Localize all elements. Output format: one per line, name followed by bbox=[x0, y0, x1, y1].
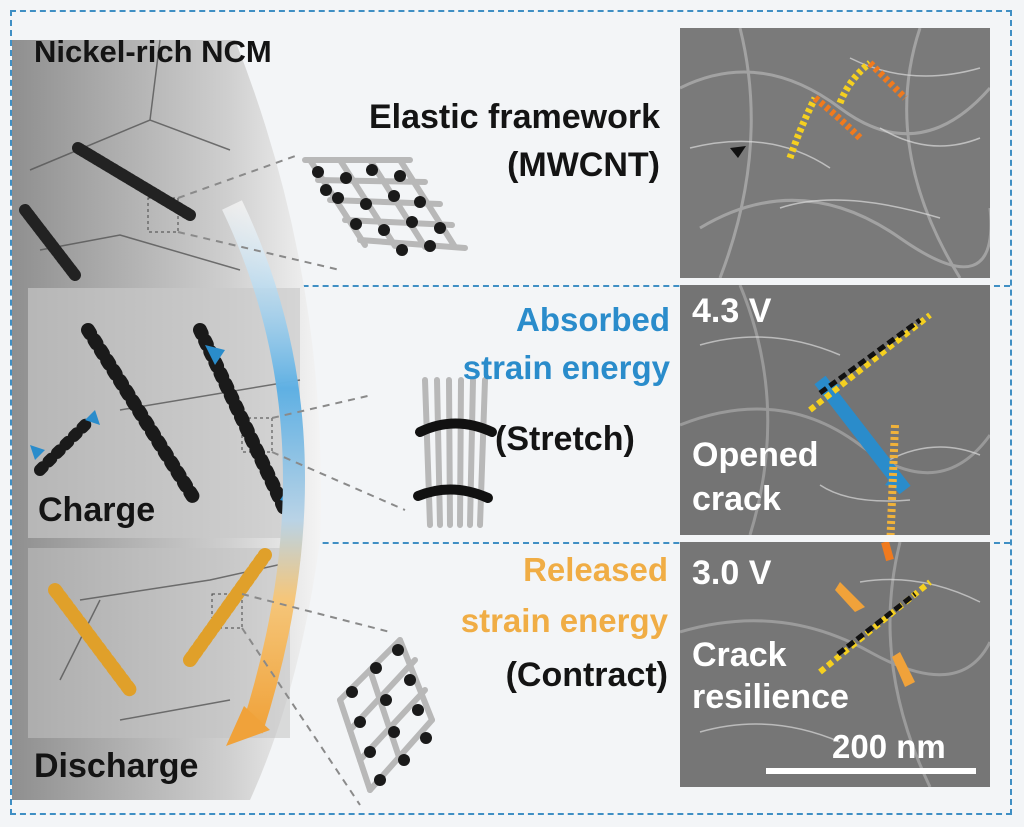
figure-frame bbox=[10, 10, 1012, 815]
opened-crack-label-line1: Opened bbox=[692, 436, 819, 474]
scale-bar-label: 200 nm bbox=[832, 728, 946, 765]
released-label: Released bbox=[523, 551, 668, 588]
discharge-label: Discharge bbox=[34, 747, 199, 785]
crack-resilience-label-line1: Crack bbox=[692, 636, 787, 674]
cycle-arrow-icon bbox=[222, 200, 305, 734]
figure-title: Nickel-rich NCM bbox=[34, 34, 272, 69]
contract-arrow-icon bbox=[835, 582, 915, 687]
sem-image-charged bbox=[680, 285, 990, 535]
sem-image-mwcnt bbox=[680, 28, 990, 278]
row-divider-top bbox=[12, 285, 1010, 287]
sem-image-discharged bbox=[680, 542, 990, 787]
charge-label: Charge bbox=[38, 491, 156, 529]
voltage-low-label: 3.0 V bbox=[692, 554, 772, 592]
voltage-high-label: 4.3 V bbox=[692, 292, 772, 330]
contract-label: (Contract) bbox=[505, 656, 668, 694]
scale-bar-line bbox=[766, 768, 976, 774]
released-sublabel: strain energy bbox=[460, 602, 668, 639]
bundle-stretched bbox=[422, 377, 488, 528]
framework-sublabel: (MWCNT) bbox=[507, 146, 660, 184]
expand-arrow-icon bbox=[814, 375, 911, 495]
opened-crack-label-line2: crack bbox=[692, 480, 781, 518]
absorbed-label: Absorbed bbox=[515, 301, 670, 338]
row-divider-bottom bbox=[12, 542, 1010, 544]
framework-label: Elastic framework bbox=[368, 98, 660, 136]
crack-resilience-label-line2: resilience bbox=[692, 678, 849, 716]
absorbed-sublabel: strain energy bbox=[462, 349, 670, 386]
stretch-label: (Stretch) bbox=[495, 420, 635, 458]
